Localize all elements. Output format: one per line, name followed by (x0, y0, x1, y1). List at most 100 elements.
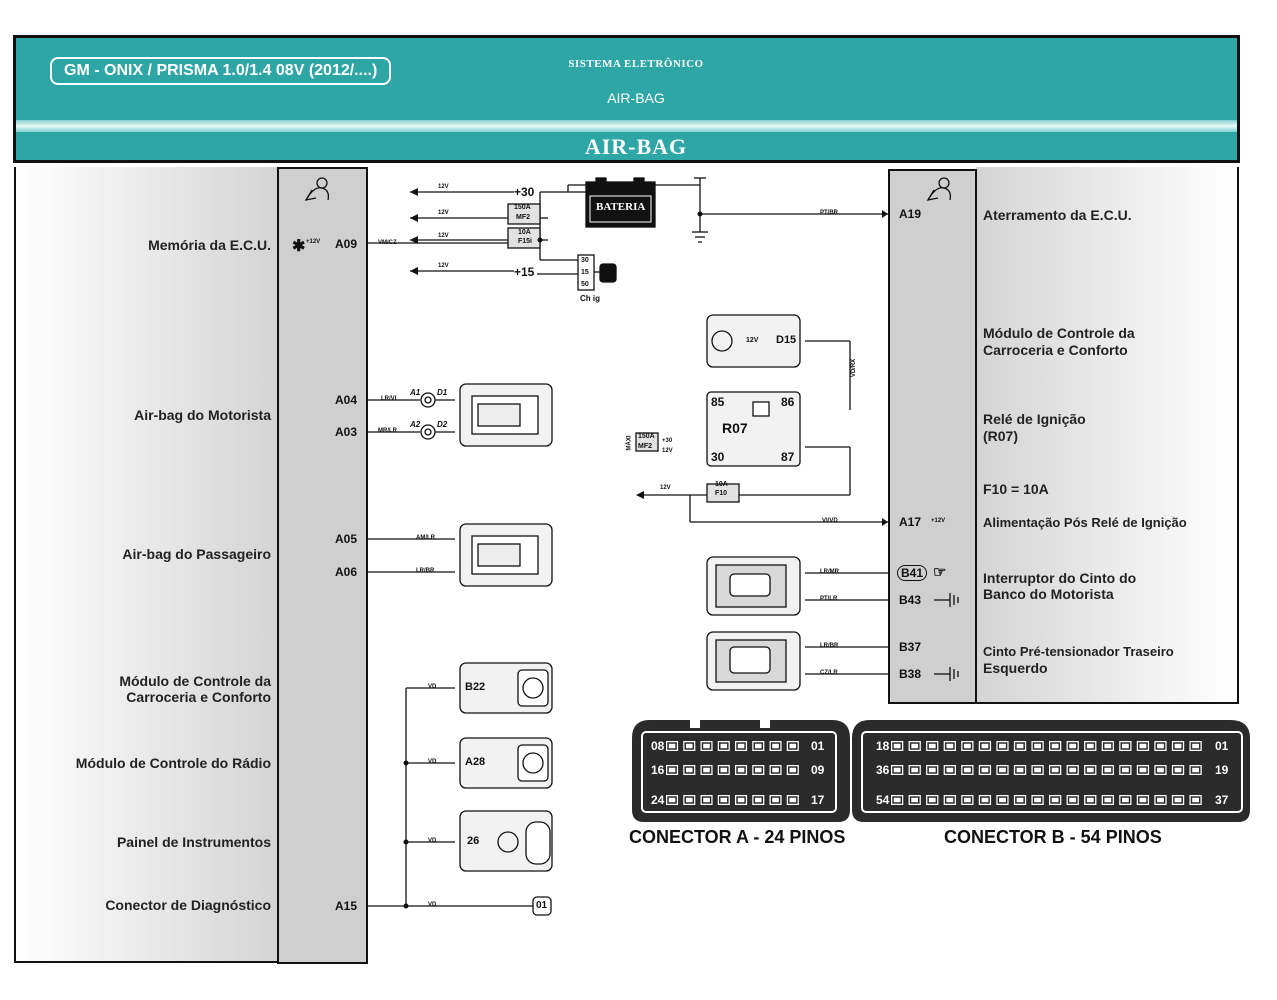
wire-pt-br: PT/BR (820, 210, 838, 216)
left-label-panel (14, 167, 277, 963)
connector-pin-gap (764, 741, 770, 751)
connector-pin-gap (798, 741, 804, 751)
connector-pin-gap (1166, 795, 1172, 805)
connector-pin-gap (695, 741, 701, 751)
connector-pin-gap (1184, 765, 1190, 775)
feed-12v-2: 12V (438, 210, 449, 216)
module-d15: D15 (776, 334, 797, 346)
connector-pin-gap (938, 741, 944, 751)
connector-pin-cell (753, 742, 764, 750)
connector-pin-cell (892, 766, 903, 774)
connector-pin-gap (1008, 765, 1014, 775)
relay-t30: 30 (711, 450, 725, 464)
wire-vd-2: VD (428, 759, 437, 765)
connector-pin-gap (1166, 765, 1172, 775)
a17-12v-label: +12V (931, 518, 946, 524)
header-stripe (16, 120, 1237, 132)
connector-pin-cell (944, 742, 955, 750)
connector-pin-cell (1015, 796, 1025, 804)
connector-pin-cell (1085, 766, 1096, 774)
connector-pin-cell (667, 742, 677, 750)
connector-pin-gap (729, 795, 735, 805)
wire-vd-rx: VD/RX (851, 358, 858, 378)
conn-b-row1-right: 01 (1214, 739, 1230, 753)
connector-pin-cell (962, 742, 973, 750)
connector-pin-gap (1008, 741, 1014, 751)
fuse-mf2-label: MF2 (516, 214, 530, 221)
connector-pin-gap (1201, 795, 1207, 805)
wire-lr-br-2: LR/BR (820, 643, 839, 649)
connector-pin-cell (753, 766, 764, 774)
memory-star-icon: ✱ (292, 238, 306, 255)
connector-pin-cell (1015, 742, 1025, 750)
conn-b-row1-left: 18 (875, 739, 891, 753)
fuse-f15i-rating: 10A (518, 229, 531, 236)
system-subtitle: AIR-BAG (607, 90, 665, 106)
connector-pin-gap (1166, 741, 1172, 751)
conn-a-row2-right: 09 (810, 763, 826, 777)
connector-pin-gap (920, 795, 927, 805)
connector-pin-cell (736, 766, 746, 774)
relay-name: R07 (722, 420, 748, 436)
pin-a04: A04 (335, 393, 358, 407)
connector-pin-cell (1085, 796, 1096, 804)
pin-a09: A09 (335, 237, 358, 251)
relay-plus30: +30 (662, 438, 673, 444)
wire-lr-br: LR/BR (416, 568, 435, 574)
ign-switch-label: Ch ig (580, 294, 600, 303)
connector-pin-cell (1120, 796, 1131, 804)
connector-pin-cell (770, 766, 781, 774)
connector-pin-cell (788, 796, 798, 804)
connector-pin-gap (1061, 765, 1067, 775)
connector-pin-gap (712, 795, 718, 805)
connector-pin-gap (678, 765, 684, 775)
fuse-mf2-rating: 150A (514, 204, 531, 211)
connector-pin-cell (719, 766, 729, 774)
conn-b-row2-right: 19 (1214, 763, 1230, 777)
airbag-person-icon-right (926, 177, 952, 201)
feed-12v-1: 12V (438, 184, 449, 190)
connector-pin-cell (980, 742, 990, 750)
connector-pin-gap (1201, 741, 1207, 751)
connector-pin-cell (1085, 742, 1096, 750)
wire-vi-vd: VI/VD (822, 518, 838, 524)
label-ign-relay-line1: Relé de Ignição (983, 411, 1086, 427)
pin-a05: A05 (335, 532, 358, 546)
feed-12v-3: 12V (438, 233, 449, 239)
relay-mf2-label: MF2 (638, 443, 652, 450)
system-title: SISTEMA ELETRÔNICO (568, 58, 704, 70)
connector-pin-cell (701, 766, 712, 774)
connector-pin-cell (701, 796, 712, 804)
connector-pin-cell (1102, 796, 1113, 804)
header-banner: GM - ONIX / PRISMA 1.0/1.4 08V (2012/...… (13, 35, 1240, 163)
connector-pin-cell (719, 796, 729, 804)
connector-pin-gap (781, 765, 787, 775)
pin-a15: A15 (335, 899, 358, 913)
connector-pin-gap (1096, 765, 1102, 775)
connector-pin-gap (1149, 741, 1155, 751)
connector-pin-gap (1131, 741, 1137, 751)
connector-pin-cell (1032, 796, 1043, 804)
module-26: 26 (467, 835, 480, 847)
connector-pin-cell (980, 766, 990, 774)
label-body-module-line1: Módulo de Controle da (119, 673, 271, 689)
label-ecu-ground: Aterramento da E.C.U. (983, 207, 1132, 223)
conn-b-row2-left: 36 (875, 763, 891, 777)
connector-pin-gap (1149, 795, 1155, 805)
airbag-a2: A2 (410, 420, 421, 429)
connector-pin-cell (684, 796, 695, 804)
connector-pin-cell (684, 742, 695, 750)
connector-pin-cell (1138, 742, 1148, 750)
module-a28: A28 (465, 756, 486, 768)
connector-pin-gap (938, 795, 944, 805)
relay-t87: 87 (781, 450, 795, 464)
connector-pin-cell (1120, 766, 1131, 774)
connector-pin-gap (729, 741, 735, 751)
conn-b-row3-right: 37 (1214, 793, 1230, 807)
connector-pin-gap (781, 795, 787, 805)
pin-b41: B41 (897, 565, 928, 581)
connector-pin-cell (927, 796, 938, 804)
connector-pin-cell (1032, 742, 1043, 750)
connector-pin-gap (678, 741, 684, 751)
